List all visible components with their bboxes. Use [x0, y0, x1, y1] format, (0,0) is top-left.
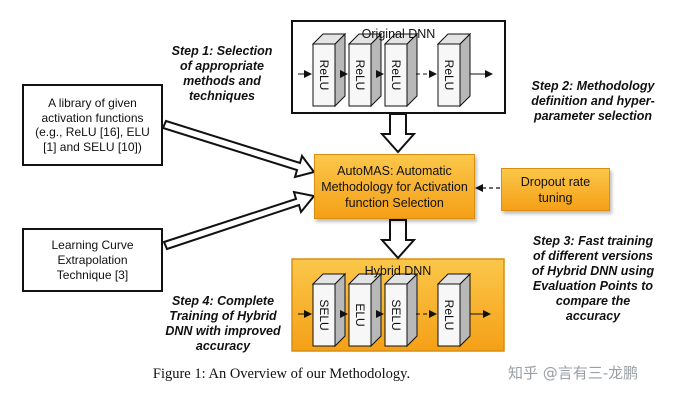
hybrid-dnn-layer-2: ELU — [347, 272, 383, 348]
learning-curve-box: Learning Curve Extrapolation Technique [… — [22, 228, 163, 292]
hybrid-dnn-layer-label-1: SELU — [317, 299, 331, 330]
step-1-annotation: Step 1: Selection of appropriate methods… — [160, 44, 284, 104]
original-dnn-title: Original DNN — [361, 27, 436, 41]
step4-line-2: Training of Hybrid — [169, 309, 277, 323]
hybrid-dnn-layer-4: ReLU — [436, 272, 472, 348]
figure-caption: Figure 1: An Overview of our Methodology… — [152, 366, 411, 382]
automas-line-3: function Selection — [345, 195, 444, 210]
step3-line-6: accuracy — [565, 309, 621, 323]
original-dnn-layer-2: ReLU — [347, 32, 383, 108]
hybrid-dnn-layer-1: SELU — [311, 272, 347, 348]
step-2-annotation: Step 2: Methodology definition and hyper… — [514, 79, 672, 124]
automas-line-2: Methodology for Activation — [321, 179, 468, 194]
library-line-4: [1] and SELU [10]) — [43, 139, 142, 154]
library-line-2: activation functions — [41, 110, 144, 125]
hybrid-dnn-layer-3: SELU — [383, 272, 419, 348]
step1-line-2: of appropriate — [179, 59, 265, 73]
hybrid-dnn-layer-label-3: SELU — [389, 299, 403, 330]
step4-line-4: accuracy — [195, 339, 251, 353]
step1-line-1: Step 1: Selection — [171, 44, 273, 58]
hybrid-dnn-layer-label-4: ReLU — [442, 300, 456, 331]
step1-line-4: techniques — [189, 89, 255, 103]
step3-line-1: Step 3: Fast training — [532, 234, 654, 248]
step4-line-3: DNN with improved — [165, 324, 281, 338]
step3-line-2: of different versions — [533, 249, 653, 263]
dropout-line-2: tuning — [538, 190, 573, 205]
arrow-library-to-automas — [161, 119, 316, 179]
library-line-3: (e.g., ReLU [16], ELU — [35, 125, 150, 139]
hybrid-dnn-layer-label-2: ELU — [353, 303, 367, 326]
original-dnn-layer-label-2: ReLU — [353, 60, 367, 91]
automas-line-1: AutoMAS: Automatic — [337, 163, 452, 178]
learning-curve-line-3: Technique [3] — [56, 267, 129, 282]
learning-curve-line-1: Learning Curve — [51, 237, 134, 252]
step2-line-1: Step 2: Methodology — [531, 79, 655, 93]
learning-curve-line-2: Extrapolation — [57, 252, 128, 267]
down-arrow-to-automas — [379, 113, 417, 154]
dropout-tuning-box: Dropout rate tuning — [501, 168, 610, 211]
automas-box: AutoMAS: Automatic Methodology for Activ… — [314, 154, 475, 219]
original-dnn-layer-3: ReLU — [383, 32, 419, 108]
original-dnn-layer-4: ReLU — [436, 32, 472, 108]
library-line-1: A library of given — [48, 96, 137, 110]
dropout-line-1: Dropout rate — [520, 174, 591, 189]
original-dnn-layer-label-1: ReLU — [317, 60, 331, 91]
step3-line-5: compare the — [555, 294, 631, 308]
arrow-learning-curve-to-automas — [162, 190, 316, 251]
step1-line-3: methods and — [183, 74, 261, 88]
original-dnn-layer-label-3: ReLU — [389, 60, 403, 91]
step3-line-3: of Hybrid DNN using — [531, 264, 655, 278]
step-3-annotation: Step 3: Fast training of different versi… — [518, 234, 668, 324]
down-arrow-to-hybrid — [379, 219, 417, 260]
original-dnn-layer-1: ReLU — [311, 32, 347, 108]
activation-library-box: A library of given activation functions … — [22, 84, 163, 166]
hybrid-dnn-title: Hybrid DNN — [364, 264, 432, 278]
step-4-annotation: Step 4: Complete Training of Hybrid DNN … — [156, 294, 290, 354]
step3-line-4: Evaluation Points to — [532, 279, 654, 293]
original-dnn-layer-label-4: ReLU — [442, 60, 456, 91]
step4-line-1: Step 4: Complete — [171, 294, 275, 308]
step2-line-2: definition and hyper- — [531, 94, 655, 108]
step2-line-3: parameter selection — [533, 109, 653, 123]
watermark: 知乎 @言有三-龙鹏 — [508, 364, 639, 382]
